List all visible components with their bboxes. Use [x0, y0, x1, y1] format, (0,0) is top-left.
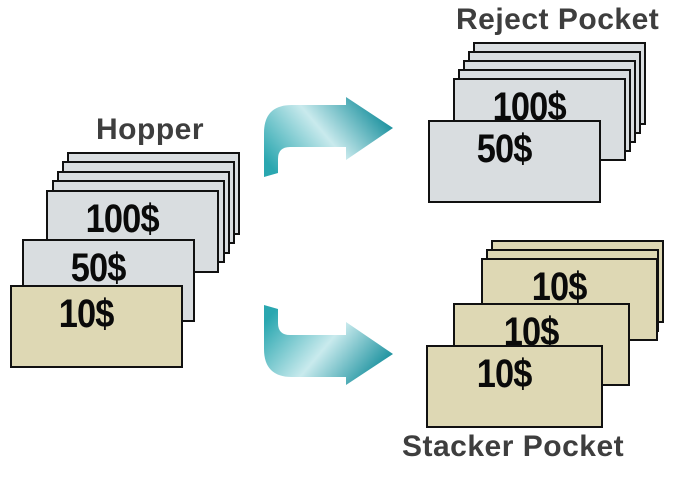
- banknote-value: 100$: [85, 197, 160, 241]
- reject-pocket-label: Reject Pocket: [456, 3, 660, 36]
- banknote-value: 10$: [476, 352, 533, 396]
- hopper-label: Hopper: [96, 113, 204, 146]
- stacker-pocket-label: Stacker Pocket: [402, 430, 625, 463]
- banknote-value: 50$: [476, 127, 533, 171]
- banknote-value: 10$: [531, 265, 588, 309]
- to-stacker-arrow: [264, 305, 393, 385]
- banknote-10: 10$: [426, 345, 603, 428]
- banknote-value: 10$: [58, 292, 115, 336]
- banknote-50: 50$: [428, 120, 601, 203]
- to-reject-arrow: [264, 97, 393, 177]
- banknote-value: 50$: [70, 246, 127, 290]
- banknote-10: 10$: [10, 285, 183, 368]
